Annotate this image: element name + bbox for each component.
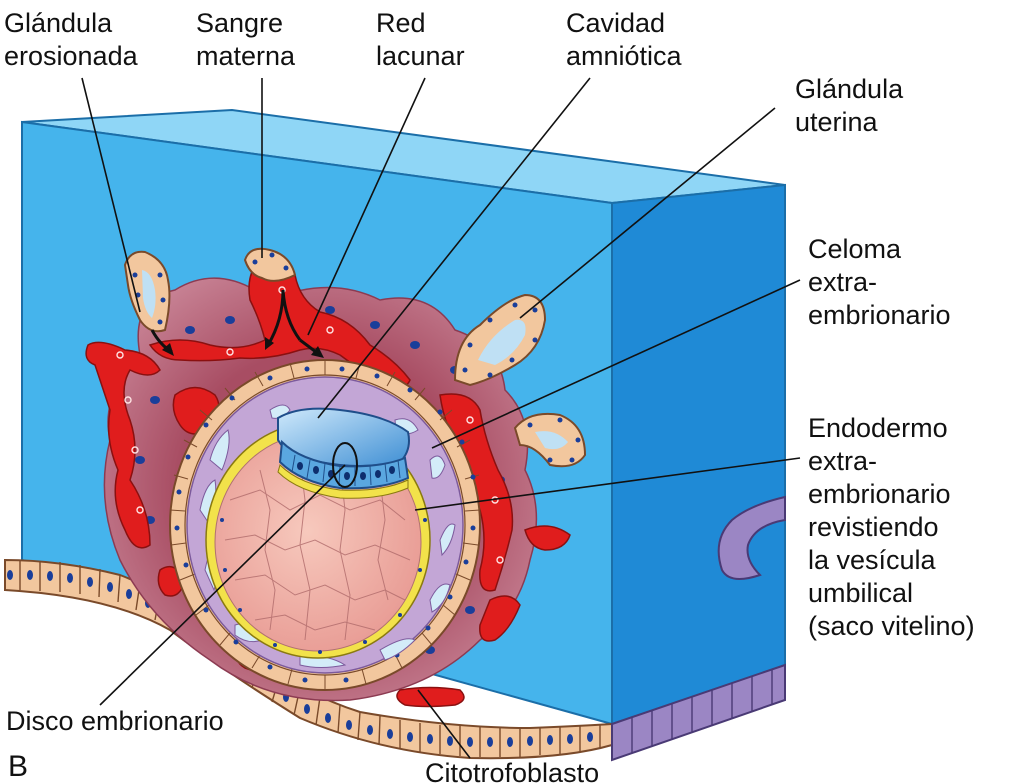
label-sangre-materna: Sangre materna — [196, 8, 296, 71]
svg-text:extra-: extra- — [808, 446, 877, 476]
svg-text:erosionada: erosionada — [4, 41, 139, 71]
svg-text:Celoma: Celoma — [808, 234, 902, 264]
svg-text:Endodermo: Endodermo — [808, 413, 948, 443]
svg-text:Cavidad: Cavidad — [566, 8, 665, 38]
svg-text:(saco vitelino): (saco vitelino) — [808, 611, 975, 641]
svg-text:Glándula: Glándula — [4, 8, 113, 38]
svg-text:embrionario: embrionario — [808, 479, 951, 509]
label-endodermo-extraembrionario: Endodermo extra- embrionario revistiendo… — [808, 413, 975, 641]
svg-text:Disco embrionario: Disco embrionario — [6, 706, 224, 736]
label-glandula-uterina: Glándula uterina — [795, 74, 904, 137]
svg-text:Glándula: Glándula — [795, 74, 904, 104]
svg-text:uterina: uterina — [795, 107, 879, 137]
svg-text:umbilical: umbilical — [808, 578, 913, 608]
label-celoma-extraembrionario: Celoma extra- embrionario — [808, 234, 951, 330]
svg-text:Citotrofoblasto: Citotrofoblasto — [425, 758, 599, 784]
label-glandula-erosionada: Glándula erosionada — [4, 8, 139, 71]
label-cavidad-amniotica: Cavidad amniótica — [566, 8, 683, 71]
svg-text:revistiendo: revistiendo — [808, 512, 939, 542]
svg-text:Red: Red — [376, 8, 426, 38]
block-side-face — [612, 185, 785, 724]
svg-text:la vesícula: la vesícula — [808, 545, 937, 575]
panel-letter: B — [8, 750, 28, 783]
svg-text:materna: materna — [196, 41, 296, 71]
svg-text:Sangre: Sangre — [196, 8, 283, 38]
label-disco-embrionario: Disco embrionario — [6, 706, 224, 736]
svg-text:embrionario: embrionario — [808, 300, 951, 330]
svg-text:extra-: extra- — [808, 267, 877, 297]
label-red-lacunar: Red lacunar — [376, 8, 465, 71]
svg-text:amniótica: amniótica — [566, 41, 683, 71]
svg-text:lacunar: lacunar — [376, 41, 465, 71]
label-citotrofoblasto: Citotrofoblasto — [425, 758, 599, 784]
